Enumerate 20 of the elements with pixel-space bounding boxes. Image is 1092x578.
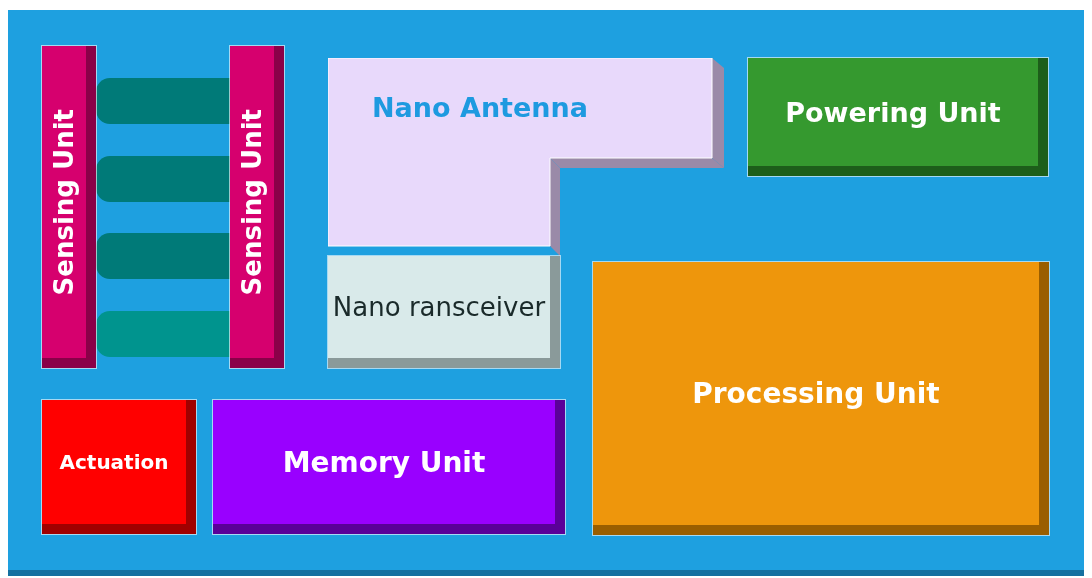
- block-label: Actuation: [59, 450, 169, 474]
- cylinder-bar: [96, 78, 230, 124]
- block-label: Powering Unit: [785, 96, 1001, 128]
- cylinder-bar: [96, 311, 230, 357]
- block-label: Nano Antenna: [372, 92, 588, 123]
- transceiver-block: [328, 256, 560, 368]
- memory-block: [213, 400, 565, 534]
- actuation-block: [42, 400, 196, 534]
- processor-block: [593, 262, 1049, 535]
- device-panel: [8, 10, 1084, 576]
- sensor-block: [230, 46, 284, 368]
- block-label: Nano ransceiver: [332, 292, 546, 322]
- power-block: [748, 58, 1048, 176]
- block-label: Processing Unit: [692, 377, 940, 410]
- block-label: Memory Unit: [282, 445, 486, 479]
- cylinder-bar: [96, 233, 230, 279]
- block-label: Sensing Unit: [49, 108, 79, 296]
- cylinder-bar: [96, 156, 230, 202]
- sensor-block: [42, 46, 96, 368]
- block-label: Sensing Unit: [237, 108, 267, 296]
